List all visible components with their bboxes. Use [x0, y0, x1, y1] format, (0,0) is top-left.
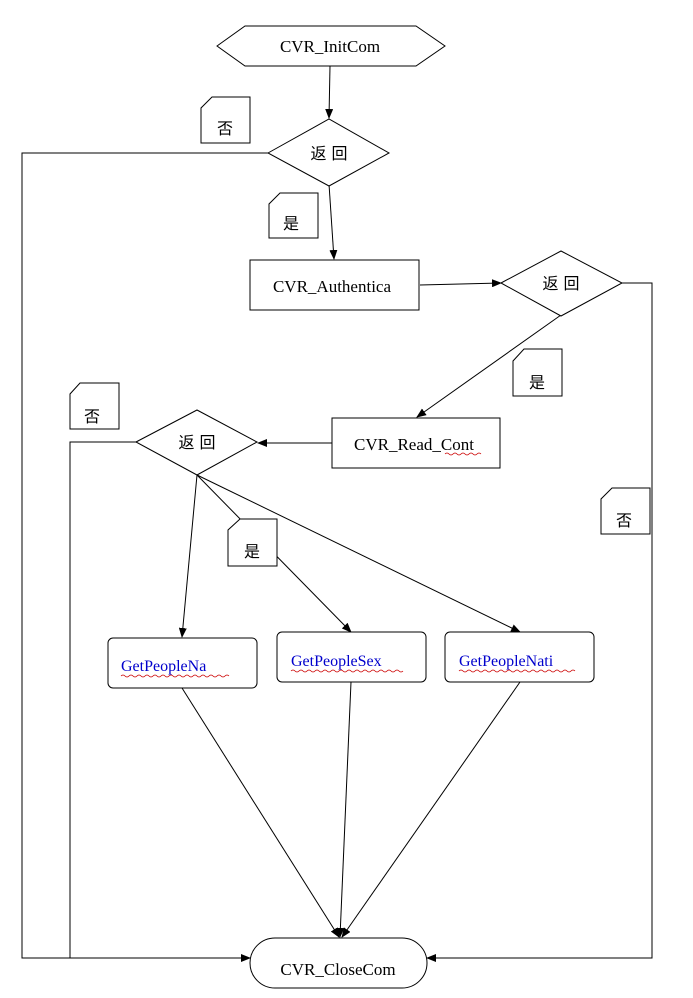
spellcheck-underline — [444, 452, 482, 456]
get-sex-node: GetPeopleSex — [276, 631, 427, 683]
edge-return3-to-get-name — [178, 474, 198, 638]
label-yes-1: 是 — [268, 192, 319, 239]
label-yes-2: 是 — [512, 348, 563, 397]
get-name-node: GetPeopleNa — [107, 637, 258, 689]
label-yes-3-text: 是 — [244, 542, 260, 561]
authenticate-label: CVR_Authentica — [273, 277, 391, 296]
read-content-label: CVR_Read_Cont — [354, 435, 474, 454]
edge-get-sex-to-end — [336, 681, 352, 938]
get-sex-label: GetPeopleSex — [291, 653, 382, 670]
label-no-3-text: 否 — [84, 407, 100, 426]
edge-start-to-return1 — [325, 65, 334, 119]
start-label: CVR_InitCom — [280, 37, 380, 56]
label-no-3: 否 — [69, 382, 120, 430]
label-no-2-text: 否 — [616, 511, 632, 530]
label-yes-2-text: 是 — [529, 373, 545, 392]
label-no-2: 否 — [600, 487, 651, 535]
edge-return1-yes-to-authenticate — [328, 183, 338, 260]
spellcheck-underline — [290, 669, 404, 673]
edge-return3-to-get-nation — [196, 474, 521, 633]
get-name-label: GetPeopleNa — [121, 658, 206, 675]
get-nation-node: GetPeopleNati — [444, 631, 595, 683]
return3-label: 返 回 — [178, 433, 215, 452]
edge-authenticate-to-return2 — [419, 279, 502, 288]
edge-return2-no-to-end — [426, 282, 653, 962]
start-node: CVR_InitCom — [216, 25, 446, 67]
label-yes-3: 是 — [227, 518, 278, 567]
label-yes-1-text: 是 — [283, 214, 299, 233]
edge-get-nation-to-end — [341, 681, 521, 938]
label-no-1-text: 否 — [217, 119, 233, 138]
return1-decision: 返 回 — [266, 118, 391, 187]
end-label: CVR_CloseCom — [280, 960, 395, 979]
edge-return3-no-to-end — [69, 441, 136, 958]
spellcheck-underline — [120, 674, 230, 678]
edge-get-name-to-end — [181, 687, 340, 938]
get-nation-label: GetPeopleNati — [459, 653, 554, 670]
return1-label: 返 回 — [310, 144, 347, 163]
edge-return2-yes-to-read — [416, 314, 562, 418]
return2-label: 返 回 — [542, 274, 579, 293]
edges — [21, 65, 653, 962]
spellcheck-underline — [458, 669, 576, 673]
end-node: CVR_CloseCom — [249, 937, 428, 989]
read-content-node: CVR_Read_Cont — [331, 417, 501, 469]
edge-return1-no-to-end — [21, 152, 268, 962]
label-no-1: 否 — [200, 96, 251, 144]
return3-decision: 返 回 — [134, 409, 259, 476]
authenticate-node: CVR_Authentica — [249, 259, 420, 311]
return2-decision: 返 回 — [499, 250, 624, 317]
